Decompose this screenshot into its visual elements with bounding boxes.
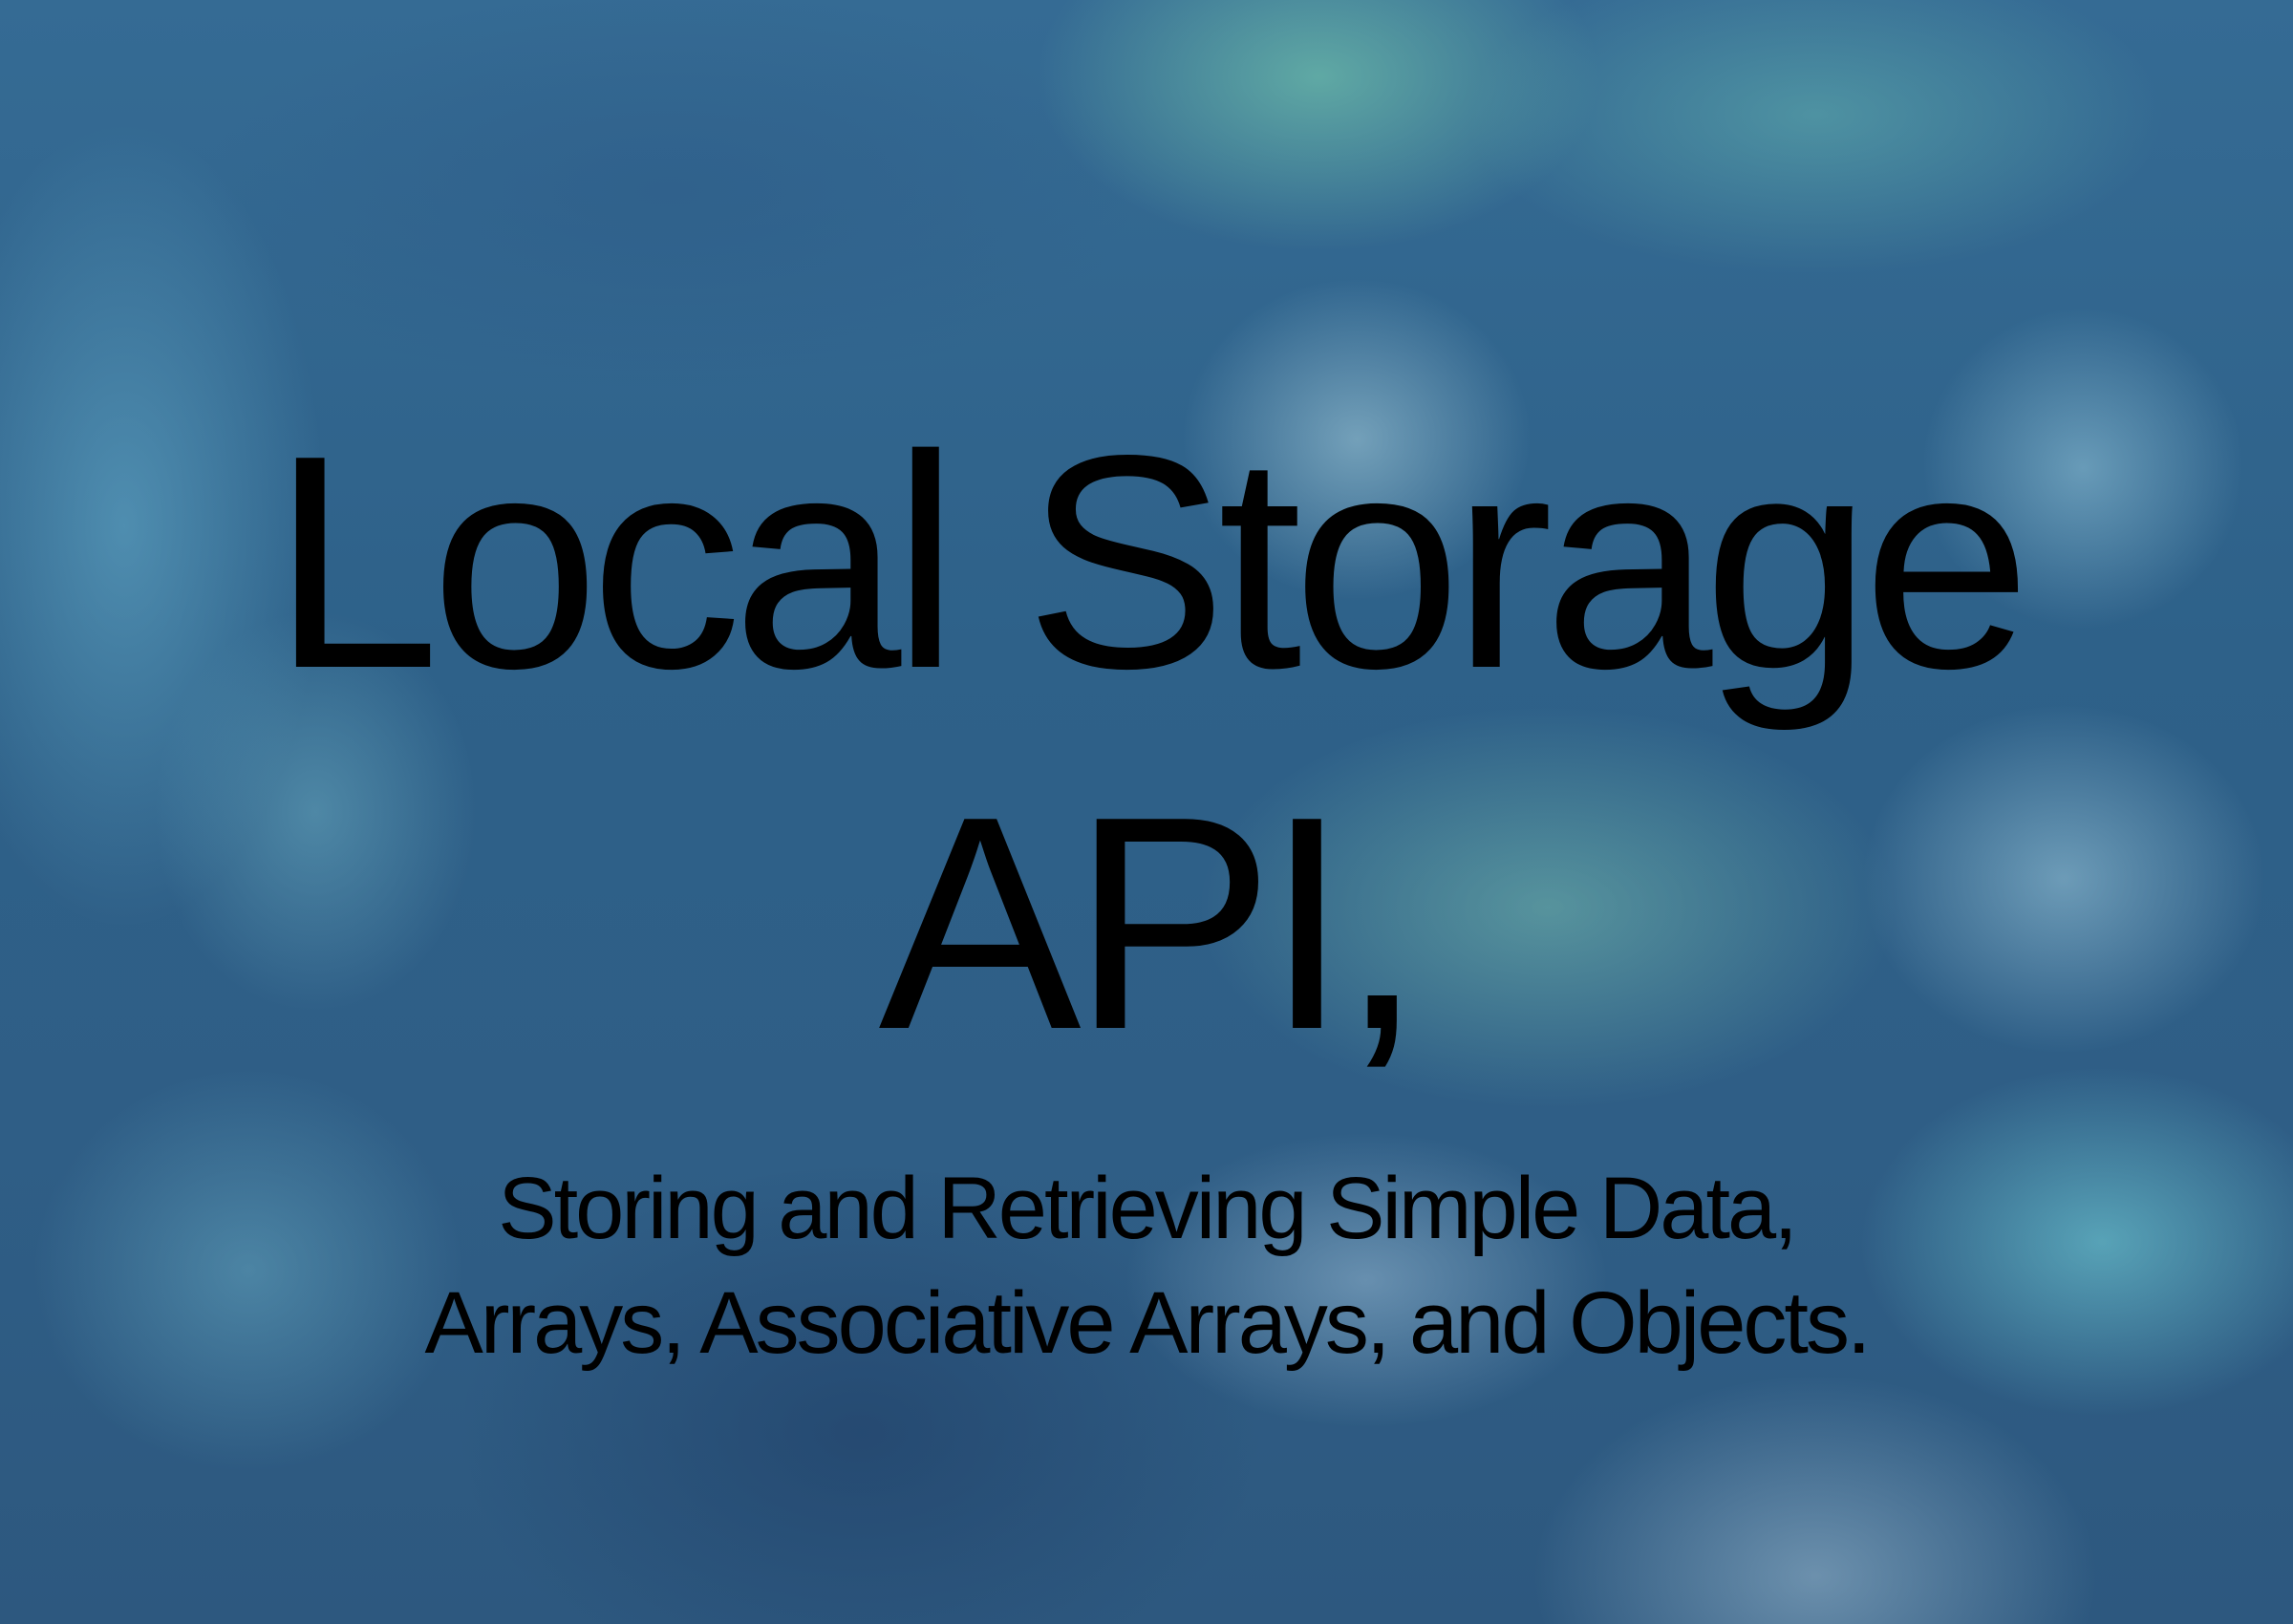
title-line-1: Local Storage <box>270 393 2031 732</box>
slide-title: Local Storage API, <box>0 382 2293 1104</box>
subtitle-line-2: Arrays, Associative Arrays, and Objects. <box>424 1274 1871 1372</box>
slide-subtitle: Storing and Retrieving Simple Data, Arra… <box>0 1151 2293 1380</box>
title-line-2: API, <box>878 754 1425 1093</box>
subtitle-line-1: Storing and Retrieving Simple Data, <box>498 1160 1798 1257</box>
